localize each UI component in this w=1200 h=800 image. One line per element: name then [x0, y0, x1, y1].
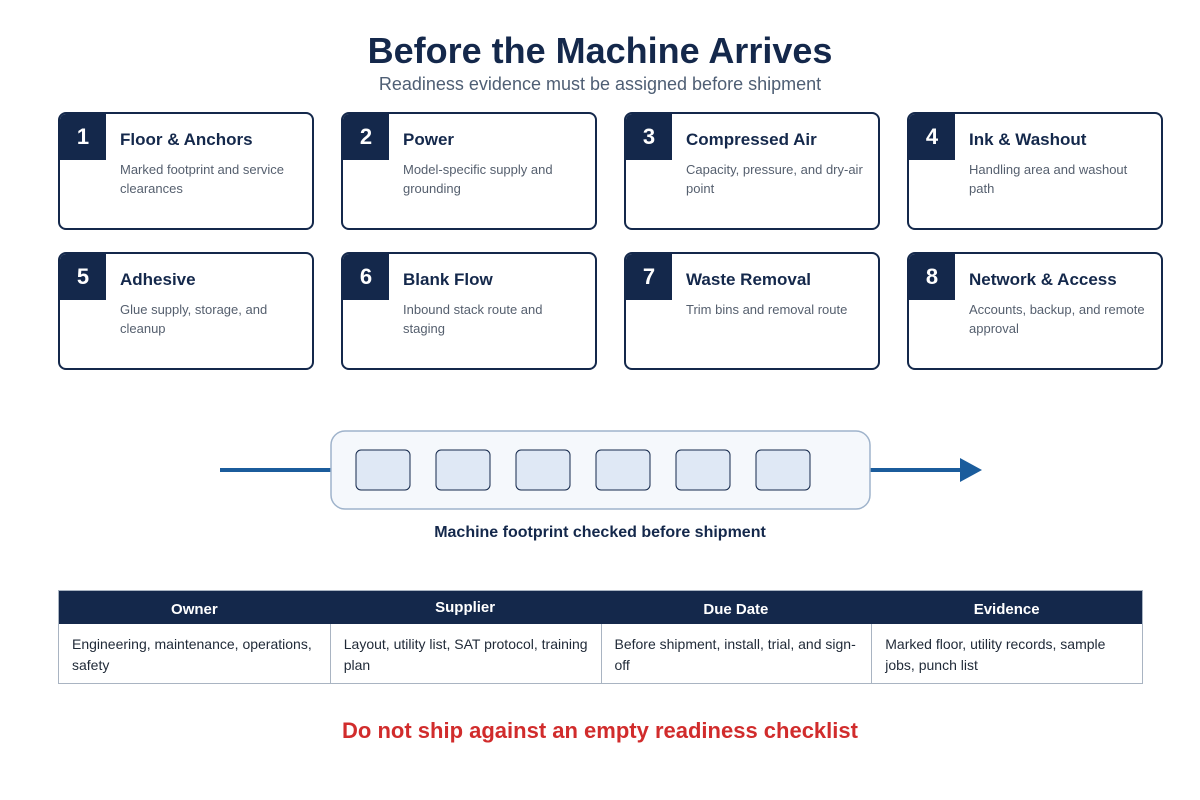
readiness-card-grid: 1 Floor & Anchors Marked footprint and s…	[58, 112, 1164, 372]
card-waste-removal: 7 Waste Removal Trim bins and removal ro…	[624, 252, 880, 370]
table-header-row: Owner Supplier Due Date Evidence	[59, 591, 1142, 624]
card-description: Accounts, backup, and remote approval	[969, 302, 1145, 336]
card-blank-flow: 6 Blank Flow Inbound stack route and sta…	[341, 252, 597, 370]
card-title: Floor & Anchors	[120, 130, 253, 149]
card-description: Trim bins and removal route	[686, 302, 848, 317]
card-description: Marked footprint and service clearances	[120, 162, 285, 196]
card-number-badge: 6	[343, 254, 389, 300]
card-title: Waste Removal	[686, 270, 812, 289]
card-title: Ink & Washout	[969, 130, 1087, 149]
column-header-evidence: Evidence	[973, 601, 1040, 618]
card-title: Blank Flow	[403, 270, 493, 289]
card-description: Inbound stack route and staging	[403, 302, 543, 336]
machine-module	[515, 449, 571, 491]
card-title: Adhesive	[120, 270, 196, 289]
machine-module	[355, 449, 411, 491]
card-adhesive: 5 Adhesive Glue supply, storage, and cle…	[58, 252, 314, 370]
card-number-badge: 3	[626, 114, 672, 160]
column-header-due-date: Due Date	[703, 601, 769, 618]
arrowhead-icon	[960, 458, 982, 482]
table-cell-due-date: Before shipment, install, trial, and sig…	[600, 624, 872, 683]
card-number-badge: 5	[60, 254, 106, 300]
table-cell-supplier: Layout, utility list, SAT protocol, trai…	[329, 624, 601, 683]
card-floor-anchors: 1 Floor & Anchors Marked footprint and s…	[58, 112, 314, 230]
column-header-owner: Owner	[171, 601, 218, 618]
table-cell-owner: Engineering, maintenance, operations, sa…	[72, 636, 312, 673]
responsibility-table: Owner Supplier Due Date Evidence Enginee…	[58, 590, 1143, 684]
machine-module	[755, 449, 811, 491]
machine-modules	[355, 449, 811, 491]
machine-footprint-diagram	[0, 430, 1200, 512]
card-power: 2 Power Model-specific supply and ground…	[341, 112, 597, 230]
card-description: Handling area and washout path	[969, 162, 1128, 196]
card-number-badge: 4	[909, 114, 955, 160]
page-title: Before the Machine Arrives	[367, 30, 833, 71]
card-number-badge: 1	[60, 114, 106, 160]
card-title: Network & Access	[969, 270, 1117, 289]
table-row: Engineering, maintenance, operations, sa…	[59, 624, 1142, 683]
machine-module	[595, 449, 651, 491]
page-subtitle: Readiness evidence must be assigned befo…	[378, 74, 822, 94]
table-cell-evidence: Marked floor, utility records, sample jo…	[871, 624, 1142, 683]
card-compressed-air: 3 Compressed Air Capacity, pressure, and…	[624, 112, 880, 230]
column-header-supplier: Supplier	[435, 599, 496, 616]
card-number-badge: 7	[626, 254, 672, 300]
footprint-caption: Machine footprint checked before shipmen…	[434, 524, 766, 541]
card-number-badge: 8	[909, 254, 955, 300]
card-network-access: 8 Network & Access Accounts, backup, and…	[907, 252, 1163, 370]
machine-module	[435, 449, 491, 491]
card-ink-washout: 4 Ink & Washout Handling area and washou…	[907, 112, 1163, 230]
card-description: Capacity, pressure, and dry-air point	[686, 162, 863, 196]
card-title: Compressed Air	[686, 130, 817, 149]
card-title: Power	[403, 130, 455, 149]
card-description: Glue supply, storage, and cleanup	[120, 302, 268, 336]
card-description: Model-specific supply and grounding	[403, 162, 553, 196]
machine-module	[675, 449, 731, 491]
card-number-badge: 2	[343, 114, 389, 160]
footprint-svg	[220, 430, 982, 510]
shipment-warning: Do not ship against an empty readiness c…	[342, 718, 858, 743]
